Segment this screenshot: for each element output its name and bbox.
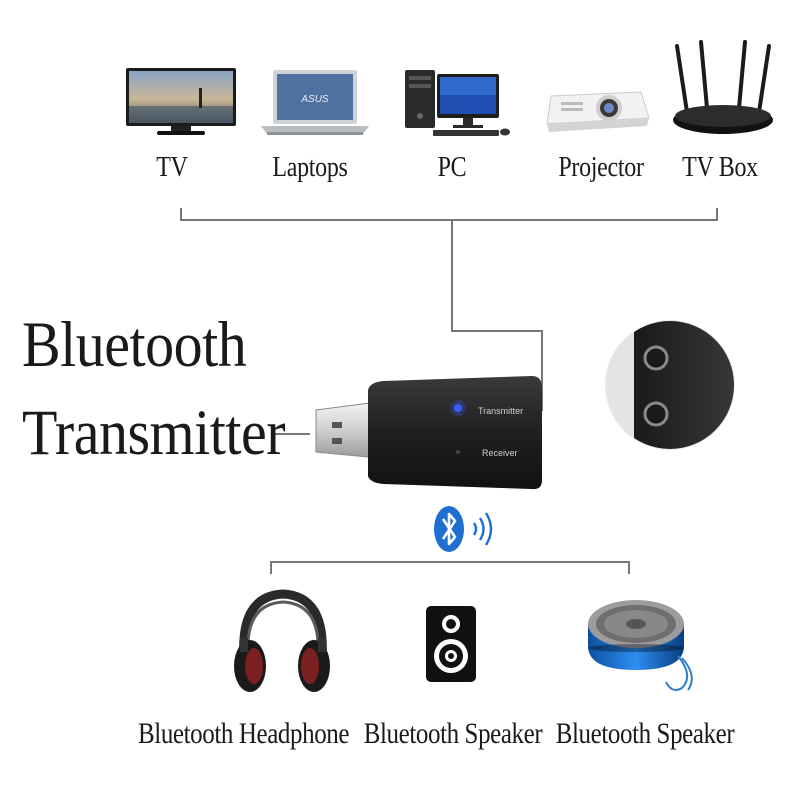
projector-icon (546, 91, 650, 132)
bottom-label-headphone: Bluetooth Headphone (138, 718, 350, 750)
ports-closeup (605, 320, 735, 450)
audio-port-icon (643, 401, 669, 427)
title-line-1: Bluetooth (22, 307, 247, 381)
router-icon (673, 40, 773, 134)
bottom-tick-left (270, 562, 272, 574)
connector-tick-tv (180, 208, 182, 220)
connector-drop (451, 219, 453, 331)
device-laptop: ASUS (250, 58, 380, 138)
bluetooth-icon (434, 506, 493, 552)
bluetooth-dongle: Transmitter Receiver (315, 376, 542, 490)
device-tvbox (658, 40, 788, 140)
desktop-pc-icon (405, 70, 510, 136)
title-pointer-line (275, 433, 310, 435)
connector-right (451, 330, 543, 332)
headphone-icon (234, 589, 330, 692)
device-label-projector: Projector (558, 152, 644, 184)
audio-port-icon (643, 345, 669, 371)
dongle-transmitter-label: Transmitter (478, 406, 523, 416)
laptop-brand: ASUS (300, 94, 329, 105)
dongle-receiver-label: Receiver (482, 448, 518, 458)
bottom-tick-right (628, 562, 630, 574)
device-label-pc: PC (437, 152, 467, 184)
bottom-connector-bar (270, 561, 630, 563)
tv-icon (126, 68, 236, 135)
connector-to-dongle (541, 330, 543, 410)
laptop-icon: ASUS (261, 70, 369, 135)
bottom-label-speaker-2: Bluetooth Speaker (555, 718, 735, 750)
portable-speaker-icon (588, 600, 693, 691)
bottom-label-speaker-1: Bluetooth Speaker (363, 718, 543, 750)
device-pc (392, 58, 522, 138)
connector-tick-tvbox (716, 208, 718, 220)
device-tv (116, 58, 246, 138)
title-line-2: Transmitter (22, 395, 286, 469)
device-projector (532, 58, 662, 138)
connector-top-bar (180, 219, 718, 221)
device-label-tvbox: TV Box (682, 152, 758, 184)
device-label-laptops: Laptops (272, 152, 348, 184)
device-label-tv: TV (156, 152, 188, 184)
speaker-icon (426, 606, 476, 682)
